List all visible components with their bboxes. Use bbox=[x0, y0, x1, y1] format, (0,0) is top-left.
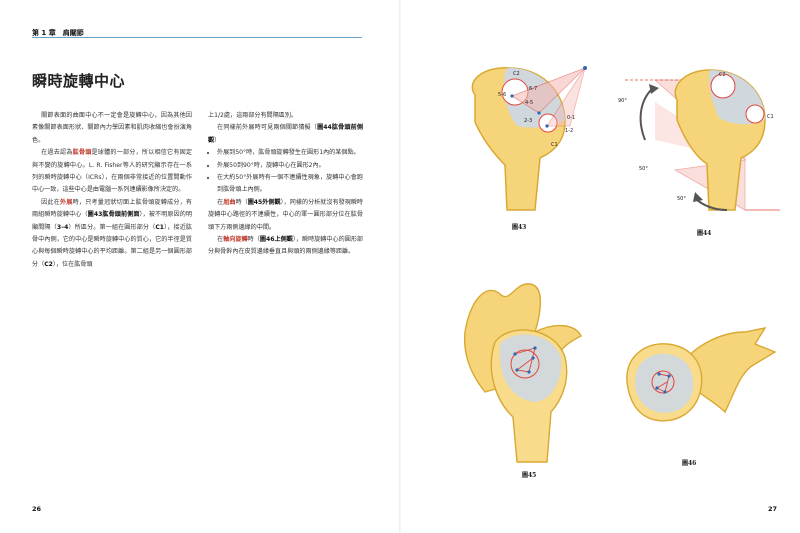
label-6-7: 6-7 bbox=[529, 86, 537, 92]
list-item: 外展到50°時，肱骨頭旋轉發生在圓形1內的某個點。 bbox=[217, 147, 363, 159]
header-rule bbox=[32, 37, 362, 38]
list-item: 在大約50°外展時有一個不連續性現象，旋轉中心會跑到肱骨頭上內側。 bbox=[217, 172, 363, 197]
list-item: 外展50到90°時，旋轉中心在圓形2內。 bbox=[217, 160, 363, 172]
circle-c2 bbox=[710, 73, 736, 99]
label-2-3: 2-3 bbox=[524, 118, 532, 124]
paragraph: 在軸向旋轉時（圖46上側觀），瞬時旋轉中心的圓形部分與骨幹內在皮質邊緣垂直且與頭… bbox=[208, 236, 364, 256]
paragraph: 在同樣前外展時可見兩個關節猜擬（圖44肱骨頭前側觀） bbox=[208, 124, 364, 144]
label-c2: C2 bbox=[719, 72, 726, 78]
label-c2: C2 bbox=[513, 71, 520, 77]
figure-45-flexion-lateral-view bbox=[463, 283, 582, 463]
figure-43-caption: 圖43 bbox=[512, 224, 527, 231]
paragraph: 因此在外展時，只考量冠狀切面上肱骨頭旋轉成分，有兩組瞬時旋轉中心（圖43肱骨頭前… bbox=[32, 198, 193, 268]
icr-circle bbox=[510, 349, 540, 379]
label-c1: C1 bbox=[767, 114, 774, 120]
label-1-2: 1-2 bbox=[565, 128, 573, 134]
figure-46-caption: 圖46 bbox=[682, 460, 697, 467]
figure-44-caption: 圖44 bbox=[697, 230, 712, 237]
label-50-lower: 50° bbox=[677, 196, 686, 202]
section-title: 瞬時旋轉中心 bbox=[32, 72, 126, 90]
label-90: 90° bbox=[618, 98, 627, 104]
arc-arrow-upper bbox=[639, 87, 654, 141]
figure-46-axial-rotation-superior-view bbox=[626, 326, 777, 422]
label-4-5: 4-5 bbox=[525, 100, 533, 106]
page-number-left: 26 bbox=[32, 505, 42, 513]
paragraph: 上1/2處，這兩部分有間隔區別。 bbox=[208, 112, 298, 119]
figure-45-caption: 圖45 bbox=[522, 472, 537, 479]
page-gutter bbox=[399, 0, 401, 533]
bullet-list: 外展到50°時，肱骨頭旋轉發生在圓形1內的某個點。 外展50到90°時，旋轉中心… bbox=[208, 147, 363, 197]
icr-circle bbox=[651, 370, 675, 394]
circle-c1 bbox=[745, 104, 765, 124]
figure-43-humeral-head: C2 5-6 6-7 4-5 2-3 0-1 1-2 C1 bbox=[471, 66, 587, 211]
paragraph: 關節表面的曲面中心不一定會是旋轉中心，因為其他因素像關節表面形狀、關節內力學因素… bbox=[32, 112, 192, 144]
paragraph: 在過去認為肱骨頭是球體的一部分，所以相信它有固定與不變的旋轉中心。L. R. F… bbox=[32, 149, 193, 194]
right-text-column: 上1/2處，這兩部分有間隔區別。 在同樣前外展時可見兩個關節猜擬（圖44肱骨頭前… bbox=[208, 110, 363, 259]
circle-c1 bbox=[538, 113, 558, 133]
label-50-upper: 50° bbox=[639, 166, 648, 172]
page-number-right: 27 bbox=[768, 505, 778, 513]
label-5-6: 5-6 bbox=[498, 92, 506, 98]
label-0-1: 0-1 bbox=[567, 115, 575, 121]
chapter-header: 第 1 章 肩關節 bbox=[32, 29, 84, 37]
label-c1: C1 bbox=[551, 142, 558, 148]
paragraph: 在屈曲時（圖45外側觀），同樣的分析就沒有發現瞬時旋轉中心路徑的不連續性，中心的… bbox=[208, 198, 364, 231]
figure-44-abduction-centers: C2 C1 90° 50° 50° 0° bbox=[618, 69, 780, 211]
left-text-column: 關節表面的曲面中心不一定會是旋轉中心，因為其他因素像關節表面形狀、關節內力學因素… bbox=[32, 110, 192, 271]
